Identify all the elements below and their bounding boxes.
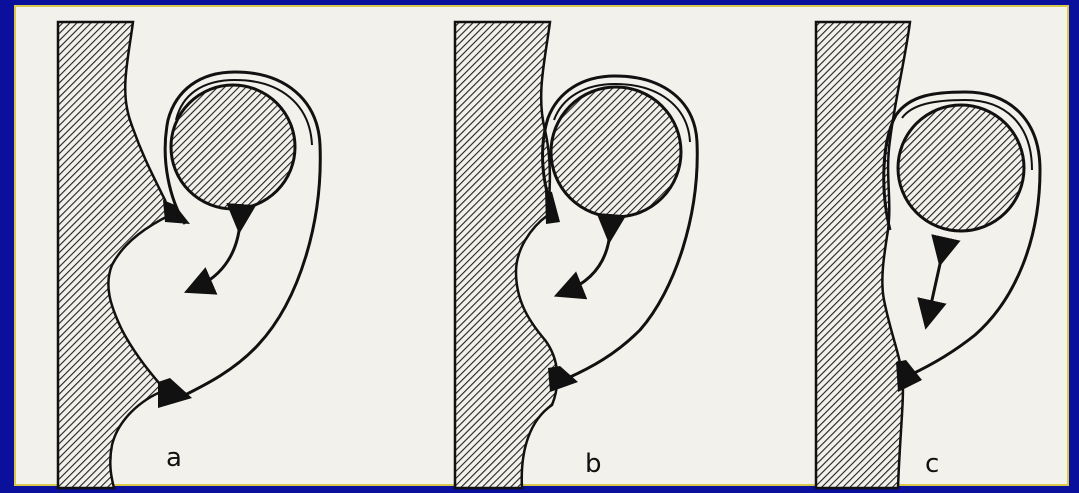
diagram-b: b: [455, 22, 697, 488]
hatched-ball-b: [551, 87, 681, 217]
double-headed-arrow-icon: [195, 222, 240, 288]
double-headed-arrow-icon: [565, 232, 610, 292]
panel-label-b: b: [585, 449, 602, 479]
diagram-a: a: [58, 22, 320, 488]
double-headed-arrow-icon: [928, 255, 942, 318]
hatched-ball-a: [171, 85, 295, 209]
panel-label-a: a: [166, 443, 182, 473]
cusp-lower-c: [896, 360, 922, 392]
hatched-wall-a: [58, 22, 170, 488]
diagram-c: c: [816, 22, 1040, 488]
cusp-lower-b: [548, 366, 578, 392]
hatched-wall-c: [816, 22, 910, 488]
hatched-ball-c: [898, 105, 1024, 231]
panel-label-c: c: [925, 449, 939, 479]
hatched-wall-b: [455, 22, 557, 488]
